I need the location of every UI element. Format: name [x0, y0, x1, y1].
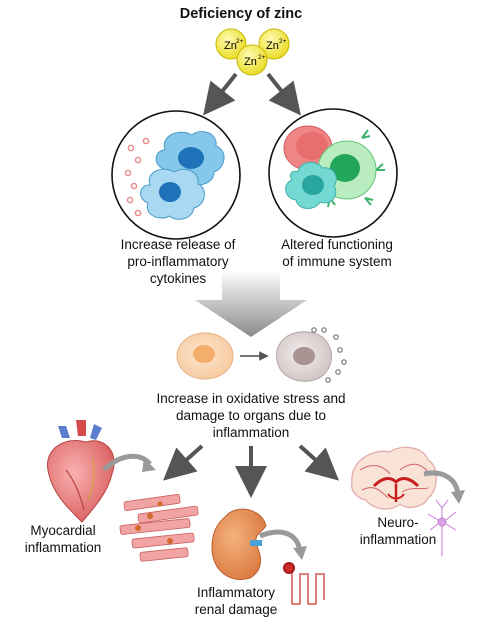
immune-cells-illustration — [268, 108, 398, 238]
label-line: Altered functioning — [281, 237, 393, 252]
renal-damage-label: Inflammatory renal damage — [184, 584, 288, 618]
label-line: Myocardial — [30, 523, 96, 538]
arrow-to-heart — [163, 444, 204, 481]
zinc-ion-charge: 2+ — [279, 38, 287, 45]
cell-damage-illustration — [176, 327, 347, 383]
diagram-title: Deficiency of zinc — [179, 6, 303, 22]
arrow-to-brain — [298, 444, 339, 481]
heart-illustration — [47, 420, 156, 523]
oxidative-stress-label: Increase in oxidative stress and damage … — [130, 390, 372, 441]
zinc-ion-cluster: Zn 2+ Zn 2+ Zn 2+ — [215, 28, 290, 76]
cytokine-release-illustration — [111, 110, 241, 240]
kidney-zoom-arrow — [259, 529, 303, 551]
arrow-to-cytokines — [203, 72, 238, 116]
zinc-ion: Zn 2+ — [258, 28, 290, 60]
blue-cell — [140, 168, 205, 220]
zinc-ion-label: Zn — [224, 40, 237, 52]
teal-cell — [285, 162, 337, 209]
zinc-ion-charge: 2+ — [236, 38, 244, 45]
immune-system-label: Altered functioning of immune system — [262, 236, 412, 270]
label-line: Inflammatory — [196, 585, 276, 600]
label-line: cytokines — [149, 271, 207, 286]
label-line: inflammation — [212, 425, 290, 440]
label-line: Increase in oxidative stress and — [156, 391, 346, 406]
neuron-icon — [427, 499, 457, 556]
free-radical-dots — [311, 327, 347, 383]
nephron — [283, 562, 325, 605]
cytokine-dots — [124, 137, 150, 217]
zinc-ion-label: Zn — [266, 40, 279, 52]
main-flow-arrow — [195, 270, 307, 337]
zinc-ion: Zn 2+ — [236, 44, 268, 76]
brain-illustration — [351, 446, 465, 556]
label-line: pro-inflammatory — [127, 254, 229, 269]
zinc-ion-label: Zn — [244, 56, 257, 68]
label-line: Increase release of — [120, 237, 236, 252]
label-line: renal damage — [194, 602, 278, 617]
label-line: damage to organs due to — [175, 408, 327, 423]
zinc-ion: Zn 2+ — [215, 28, 247, 60]
cytokine-release-label: Increase release of pro-inflammatory cyt… — [96, 236, 260, 287]
label-line: of immune system — [282, 254, 392, 269]
zinc-ion-charge: 2+ — [258, 54, 266, 61]
label-line: Neuro- — [377, 515, 419, 530]
cardiac-muscle-fibers — [119, 494, 199, 562]
neuroinflammation-label: Neuro- inflammation — [352, 514, 444, 548]
brain-zoom-arrow — [423, 470, 461, 495]
myocardial-inflammation-label: Myocardial inflammation — [4, 522, 122, 556]
kidney-illustration — [211, 508, 325, 605]
label-line: inflammation — [24, 540, 102, 555]
arrow-to-immune-system — [266, 72, 301, 116]
label-line: inflammation — [359, 532, 437, 547]
